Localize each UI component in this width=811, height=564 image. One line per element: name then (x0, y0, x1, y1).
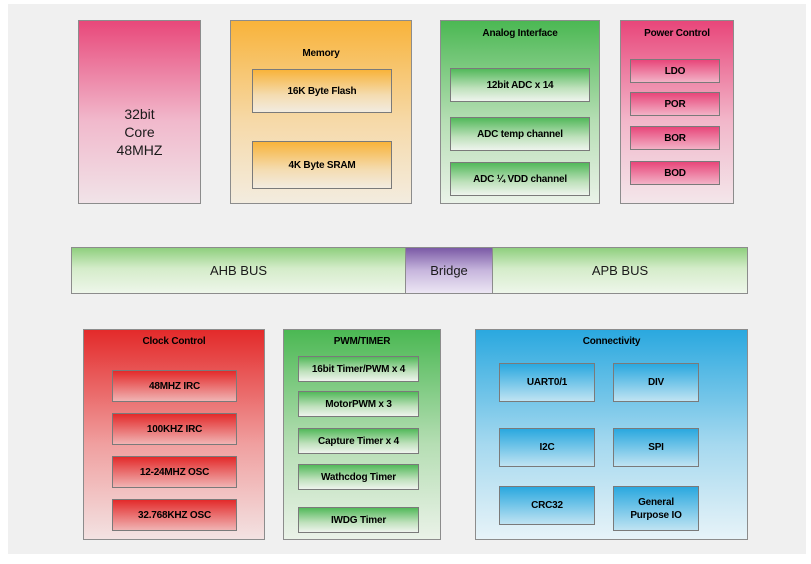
pwm-timer-title: PWM/TIMER (333, 336, 391, 347)
pwm-item-iwdg-timer: IWDG Timer (298, 507, 419, 533)
ahb-bus: AHB BUS (71, 247, 406, 294)
connectivity-item-gpio: General Purpose IO (613, 486, 699, 531)
analog-item-adc: 12bit ADC x 14 (450, 68, 590, 102)
memory-item-sram: 4K Byte SRAM (252, 141, 392, 189)
memory-item-flash: 16K Byte Flash (252, 69, 392, 113)
clock-item-32khz-osc: 32.768KHZ OSC (112, 499, 237, 531)
power-item-bor: BOR (630, 126, 720, 150)
power-item-por: POR (630, 92, 720, 116)
pwm-item-watchdog-timer: Wathcdog Timer (298, 464, 419, 490)
power-item-ldo: LDO (630, 59, 720, 83)
pwm-item-capture-timer: Capture Timer x 4 (298, 428, 419, 454)
clock-control-block: Clock Control 48MHZ IRC 100KHZ IRC 12-24… (83, 329, 265, 540)
clock-control-title: Clock Control (142, 336, 206, 347)
memory-title: Memory (302, 48, 340, 59)
apb-bus: APB BUS (492, 247, 748, 294)
clock-item-48mhz-irc: 48MHZ IRC (112, 370, 237, 402)
clock-item-osc: 12-24MHZ OSC (112, 456, 237, 488)
bridge: Bridge (405, 247, 493, 294)
power-control-block: Power Control LDO POR BOR BOD (620, 20, 734, 204)
connectivity-item-i2c: I2C (499, 428, 595, 467)
core-line-bits: 32bit (124, 106, 155, 122)
connectivity-item-crc32: CRC32 (499, 486, 595, 525)
pwm-item-timer-pwm: 16bit Timer/PWM x 4 (298, 356, 419, 382)
core-line-core: Core (124, 124, 155, 140)
pwm-timer-block: PWM/TIMER 16bit Timer/PWM x 4 MotorPWM x… (283, 329, 441, 540)
clock-item-100khz-irc: 100KHZ IRC (112, 413, 237, 445)
analog-item-adc-temp: ADC temp channel (450, 117, 590, 151)
power-item-bod: BOD (630, 161, 720, 185)
analog-interface-title: Analog Interface (482, 28, 558, 39)
core-block: 32bit Core 48MHZ (78, 20, 201, 204)
connectivity-item-spi: SPI (613, 428, 699, 467)
connectivity-title: Connectivity (582, 336, 641, 347)
core-label: 32bit Core 48MHZ (79, 105, 200, 159)
block-diagram: 32bit Core 48MHZ Memory 16K Byte Flash 4… (8, 4, 806, 554)
core-line-freq: 48MHZ (116, 142, 163, 158)
analog-item-adc-vdd: ADC ¼ VDD channel (450, 162, 590, 196)
connectivity-block: Connectivity UART0/1 DIV I2C SPI CRC32 G… (475, 329, 748, 540)
pwm-item-motor-pwm: MotorPWM x 3 (298, 391, 419, 417)
memory-block: Memory 16K Byte Flash 4K Byte SRAM (230, 20, 412, 204)
analog-interface-block: Analog Interface 12bit ADC x 14 ADC temp… (440, 20, 600, 204)
connectivity-item-div: DIV (613, 363, 699, 402)
power-control-title: Power Control (644, 28, 710, 39)
connectivity-item-uart: UART0/1 (499, 363, 595, 402)
